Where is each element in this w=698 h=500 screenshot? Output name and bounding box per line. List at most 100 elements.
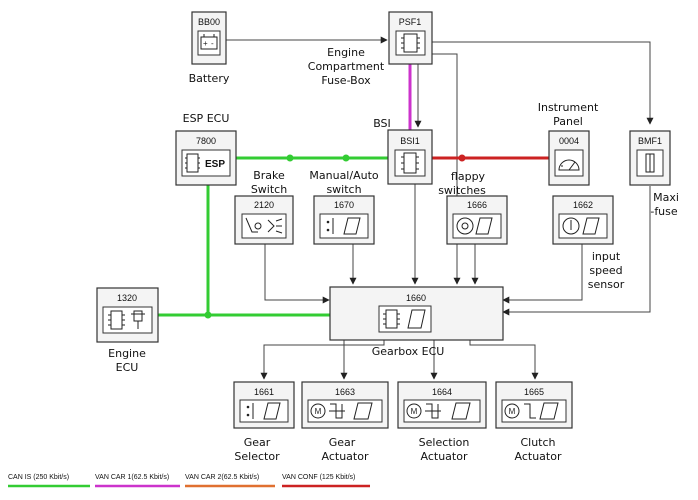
input-speed-sensor-module[interactable]: 1662 input speed sensor — [552, 195, 625, 291]
svg-text:-: - — [211, 39, 214, 48]
bus-junction-dot — [286, 154, 294, 162]
motor-icon: M — [504, 403, 520, 419]
psf1-label-line2: Compartment — [308, 60, 385, 73]
instrument-label-line2: Panel — [553, 115, 583, 128]
chip-icon — [108, 310, 125, 330]
brake-code: 2120 — [254, 200, 274, 210]
engine-ecu-module[interactable]: 1320 Engine ECU — [96, 287, 159, 374]
engine-ecu-label-line2: ECU — [116, 361, 139, 374]
legend-label: CAN IS (250 Kbit/s) — [8, 474, 69, 481]
esp-ecu-module[interactable]: ESP ECU 7800 ESP — [175, 112, 237, 186]
battery-label: Battery — [189, 72, 230, 85]
bsi-module[interactable]: BSI BSI1 — [373, 117, 433, 185]
legend-label: VAN CONF (125 Kbit/s) — [282, 474, 355, 481]
psf1-module[interactable]: PSF1 Engine Compartment Fuse-Box — [308, 11, 433, 87]
psf1-label-line1: Engine — [327, 46, 365, 59]
brake-label-line1: Brake — [253, 169, 285, 182]
input-speed-label-line2: speed — [589, 264, 622, 277]
bmf1-module[interactable]: BMF1 Maxi -fuse — [629, 130, 679, 218]
steering-wheel-icon — [456, 217, 493, 235]
battery-module[interactable]: BB00 + - Battery — [189, 11, 230, 85]
legend-item-van-car1: VAN CAR 1(62.5 Kbit/s) — [95, 474, 180, 488]
brake-switch-module[interactable]: Brake Switch 2120 — [234, 169, 294, 245]
bus-junction-dot — [204, 311, 212, 319]
legend: CAN IS (250 Kbit/s) VAN CAR 1(62.5 Kbit/… — [8, 474, 370, 488]
injector-icon — [131, 310, 145, 329]
manual-label-line1: Manual/Auto — [309, 169, 378, 182]
esp-label: ESP ECU — [183, 112, 230, 125]
esp-badge: ESP — [205, 159, 225, 170]
psf1-label-line3: Fuse-Box — [321, 74, 371, 87]
motor-icon: M — [310, 403, 326, 419]
clutch-icon — [524, 402, 559, 420]
input-speed-label-line3: sensor — [588, 278, 625, 291]
gear-selector-code: 1661 — [254, 387, 274, 397]
selection-actuator-label-line1: Selection — [419, 436, 470, 449]
legend-item-can-is: CAN IS (250 Kbit/s) — [8, 474, 90, 488]
flappy-switches-module[interactable]: flappy switches 1666 — [438, 170, 508, 245]
bmf1-label-line2: -fuse — [650, 205, 678, 218]
wire-gearbox-clutch-actuator — [469, 340, 539, 380]
manual-auto-switch-module[interactable]: Manual/Auto switch 1670 — [309, 169, 379, 245]
psf1-code: PSF1 — [399, 17, 422, 27]
selection-actuator-module[interactable]: 1664 M Selection Actuator — [397, 381, 487, 463]
battery-code: BB00 — [198, 17, 220, 27]
legend-label: VAN CAR 2(62.5 Kbit/s) — [185, 474, 259, 481]
instrument-panel-module[interactable]: Instrument Panel 0004 — [538, 101, 599, 186]
input-speed-code: 1662 — [573, 200, 593, 210]
gear-actuator-label-line1: Gear — [329, 436, 356, 449]
wires — [226, 36, 654, 380]
gearbox-icon — [353, 402, 373, 420]
svg-text:M: M — [509, 407, 516, 416]
speed-sensor-icon — [562, 217, 600, 235]
bus-wires — [158, 63, 549, 319]
chip-icon — [401, 152, 419, 174]
flappy-label-line1: flappy — [451, 170, 486, 183]
legend-item-van-car2: VAN CAR 2(62.5 Kbit/s) — [185, 474, 275, 488]
wire-speed-gearbox — [502, 243, 583, 304]
manual-label-line2: switch — [326, 183, 361, 196]
gearbox-ecu-module[interactable]: 1660 Gearbox ECU — [329, 286, 504, 358]
gear-actuator-label-line2: Actuator — [322, 450, 369, 463]
clutch-actuator-code: 1665 — [524, 387, 544, 397]
fuse-icon — [645, 153, 655, 173]
actuator-icon — [425, 403, 441, 419]
bsi-label: BSI — [373, 117, 391, 130]
bus-junction-dot — [458, 154, 466, 162]
instrument-code: 0004 — [559, 136, 579, 146]
flappy-code: 1666 — [467, 200, 487, 210]
instrument-label-line1: Instrument — [538, 101, 599, 114]
actuator-icon — [329, 403, 345, 419]
brake-pedal-icon — [245, 217, 283, 234]
gear-selector-label-line2: Selector — [234, 450, 280, 463]
bsi-code: BSI1 — [400, 136, 420, 146]
selector-switch-icon — [246, 402, 281, 420]
manual-code: 1670 — [334, 200, 354, 210]
gearbox-label: Gearbox ECU — [372, 345, 445, 358]
chip-icon — [401, 33, 420, 53]
bmf1-label-line1: Maxi — [653, 191, 679, 204]
selector-switch-icon — [326, 217, 361, 235]
gearbox-icon — [451, 402, 471, 420]
esp-code: 7800 — [196, 136, 216, 146]
clutch-actuator-module[interactable]: 1665 M Clutch Actuator — [495, 381, 573, 463]
selection-actuator-code: 1664 — [432, 387, 452, 397]
gear-actuator-module[interactable]: 1663 M Gear Actuator — [301, 381, 389, 463]
selection-actuator-label-line2: Actuator — [421, 450, 468, 463]
brake-label-line2: Switch — [251, 183, 287, 196]
gear-selector-module[interactable]: 1661 Gear Selector — [233, 381, 295, 463]
wire-psf1-bmf1 — [432, 41, 654, 125]
legend-item-van-conf: VAN CONF (125 Kbit/s) — [282, 474, 370, 488]
wire-brake-gearbox — [264, 243, 330, 304]
battery-icon: + - — [200, 34, 218, 50]
svg-text:M: M — [411, 407, 418, 416]
wire-bmf1-gearbox — [502, 186, 651, 316]
engine-ecu-code: 1320 — [117, 293, 137, 303]
engine-ecu-label-line1: Engine — [108, 347, 146, 360]
wire-gearbox-selector — [260, 340, 385, 380]
chip-icon — [383, 309, 400, 329]
wire-psf1-gearbox — [432, 53, 461, 285]
gear-actuator-code: 1663 — [335, 387, 355, 397]
gauge-icon — [558, 159, 580, 171]
